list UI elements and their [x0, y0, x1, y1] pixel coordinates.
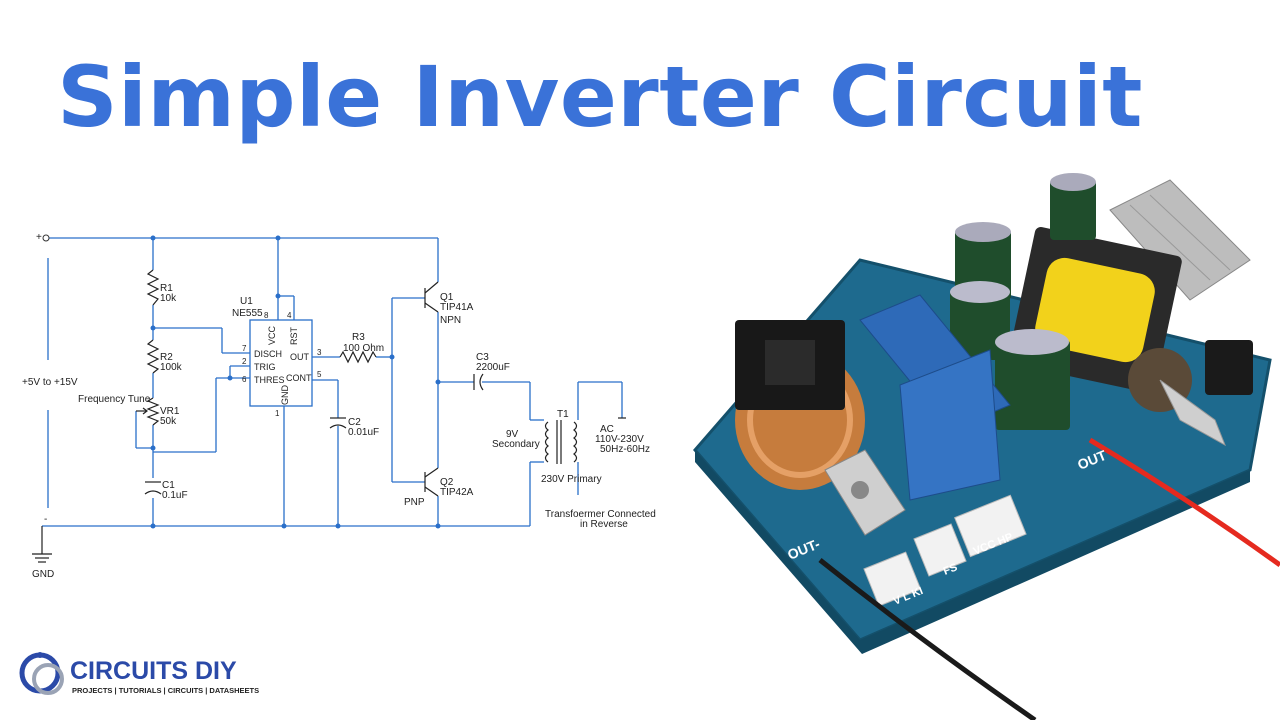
transformer-note-1: Transfoermer Connected [545, 509, 656, 520]
transformer-note-2: in Reverse [580, 519, 628, 530]
potentiometer [1128, 348, 1226, 447]
secondary-voltage: 9V [506, 429, 519, 440]
u1-value: NE555 [232, 308, 263, 319]
vr1-value: 50k [160, 416, 177, 427]
gnd-label: GND [32, 569, 54, 580]
pin-num-2: 2 [242, 357, 247, 366]
film-capacitor [859, 294, 1011, 501]
ac-frequency: 50Hz-60Hz [600, 444, 650, 455]
plus-label: + [36, 232, 42, 243]
vr1-name: VR1 [160, 406, 180, 417]
pin-cont: CONT [286, 373, 312, 383]
r1-value: 10k [160, 293, 177, 304]
q1-name: Q1 [440, 292, 454, 303]
r2-value: 100k [160, 362, 183, 373]
logo-brand: CIRCUITS DIY [70, 657, 237, 685]
black-wire [818, 558, 1037, 720]
heatsink-right [1109, 179, 1251, 301]
freq-tune-label: Frequency Tune [78, 394, 151, 405]
pin-num-7: 7 [242, 344, 247, 353]
c2-name: C2 [348, 417, 361, 428]
c3-name: C3 [476, 352, 489, 363]
c1-name: C1 [162, 480, 175, 491]
brand-logo: CIRCUITS DIY PROJECTS | TUTORIALS | CIRC… [19, 652, 259, 695]
red-wire [1088, 437, 1280, 568]
r3-name: R3 [352, 332, 365, 343]
q2-type: PNP [404, 497, 425, 508]
heatsink-front [824, 449, 906, 536]
primary-label: 230V Primary [541, 474, 602, 485]
q1-part: TIP41A [440, 302, 474, 313]
pin-out: OUT [290, 352, 310, 362]
logo-mark-icon [19, 652, 64, 695]
q2-part: TIP42A [440, 487, 474, 498]
r1-name: R1 [160, 283, 173, 294]
r3-value: 100 Ohm [343, 343, 384, 354]
pin-rst: RST [289, 326, 299, 345]
schematic-diagram: + - +5V to +15V GND R1 10k R2 100k Frequ… [22, 232, 656, 580]
q2-name: Q2 [440, 477, 454, 488]
silk-fs: FS [942, 561, 960, 577]
pin-num-1: 1 [275, 409, 280, 418]
ac-label: AC [600, 424, 614, 435]
inverter-board-photo: OUT- OUT FS VCC HP V L KI [693, 173, 1280, 720]
u1-name: U1 [240, 296, 253, 307]
r2-name: R2 [160, 352, 173, 363]
ac-voltage: 110V-230V [595, 434, 644, 445]
connectors [863, 494, 1027, 607]
pin-num-5: 5 [317, 370, 322, 379]
t1-label: T1 [557, 409, 569, 420]
page-title: Simple Inverter Circuit [57, 48, 1143, 146]
pin-trig: TRIG [254, 362, 276, 372]
pin-thres: THRES [254, 375, 285, 385]
secondary-label: Secondary [492, 439, 540, 450]
electrolytic-capacitors [950, 173, 1096, 430]
c2-value: 0.01uF [348, 427, 379, 438]
c1-value: 0.1uF [162, 490, 188, 501]
inductor-coil [735, 320, 865, 490]
dc-jack [1205, 340, 1253, 395]
pin-disch: DISCH [254, 349, 282, 359]
pin-vcc: VCC [267, 325, 277, 345]
pin-num-8: 8 [264, 311, 269, 320]
pin-num-4: 4 [287, 311, 292, 320]
q1-type: NPN [440, 315, 461, 326]
pin-num-3: 3 [317, 348, 322, 357]
minus-label: - [44, 514, 47, 525]
supply-label: +5V to +15V [22, 377, 78, 388]
pin-num-6: 6 [242, 375, 247, 384]
c3-value: 2200uF [476, 362, 510, 373]
logo-tagline: PROJECTS | TUTORIALS | CIRCUITS | DATASH… [72, 686, 259, 695]
pin-gnd: GND [280, 385, 290, 406]
